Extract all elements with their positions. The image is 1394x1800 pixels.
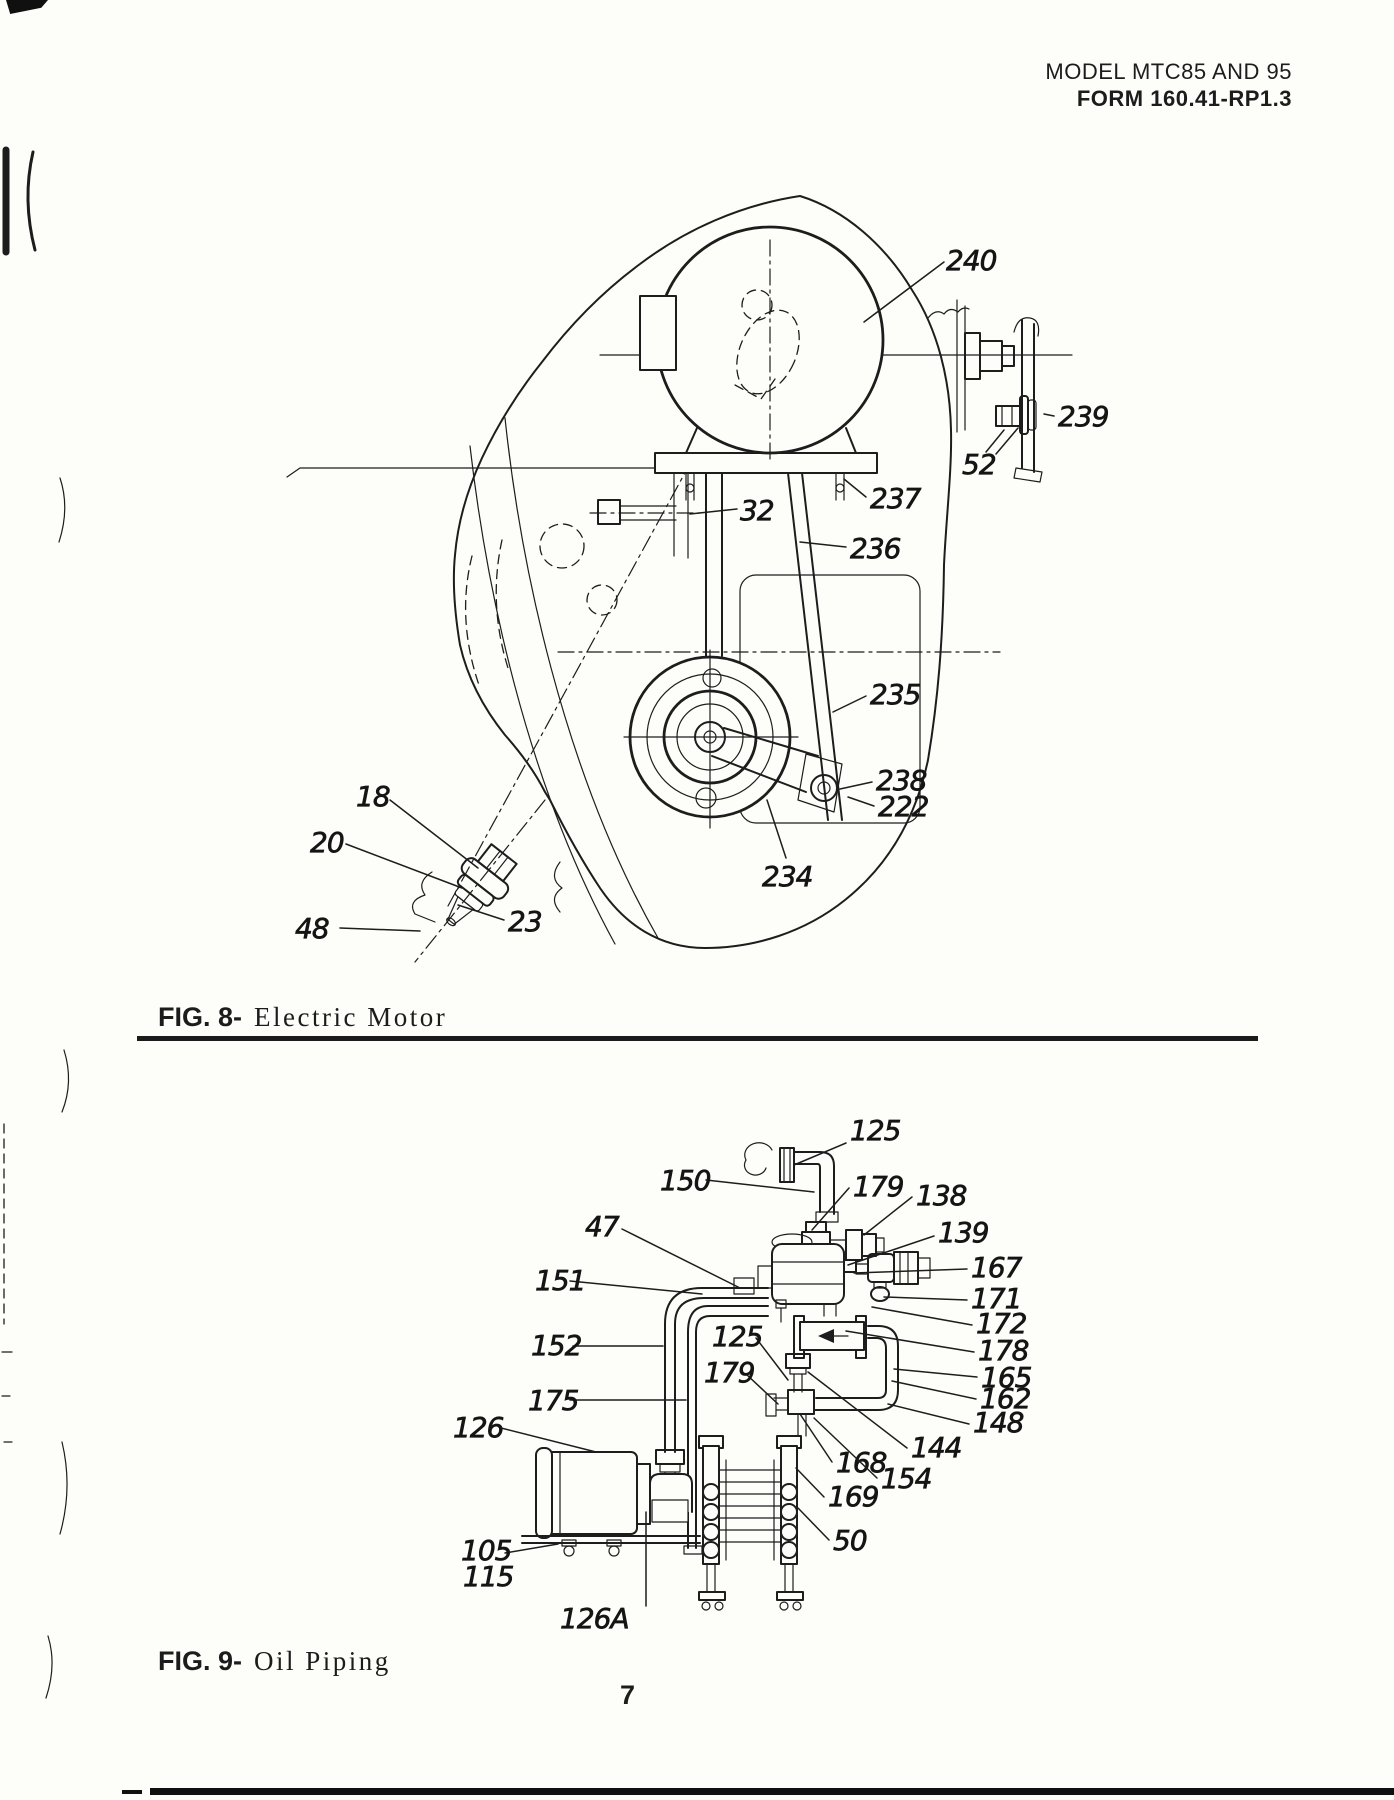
callout-label: 52 — [962, 448, 996, 481]
leader-line — [1043, 413, 1055, 417]
fig8-caption-number: FIG. 8- — [158, 1002, 243, 1032]
callout-label: 154 — [881, 1462, 931, 1495]
fig9-caption-number: FIG. 9- — [158, 1646, 243, 1676]
leader-line — [843, 478, 867, 498]
callout-label: 238 — [876, 764, 927, 797]
scan-marks — [1, 146, 70, 1699]
leader-line — [689, 508, 738, 515]
fig9-caption-title: Oil Piping — [254, 1646, 391, 1676]
callout-label: 32 — [740, 494, 774, 527]
callout-label: 179 — [853, 1170, 904, 1203]
leader-line — [995, 427, 1019, 455]
leader-line — [832, 695, 867, 713]
leader-line — [799, 1413, 833, 1463]
callout-label: 168 — [836, 1446, 887, 1479]
leader-line — [621, 1228, 741, 1289]
callout-label: 179 — [704, 1356, 755, 1389]
header-model-line: MODEL MTC85 AND 95 — [1045, 59, 1292, 84]
leader-line — [504, 1543, 559, 1554]
callout-label: 165 — [981, 1361, 1032, 1394]
page-header: MODEL MTC85 AND 95 FORM 160.41-RP1.3 — [1045, 58, 1292, 112]
callout-label: 125 — [712, 1320, 763, 1353]
leader-line — [799, 541, 847, 548]
callout-label: 148 — [973, 1406, 1024, 1439]
leader-line — [891, 1380, 977, 1400]
callout-label: 172 — [976, 1307, 1027, 1340]
callout-label: 139 — [938, 1216, 989, 1249]
leader-line — [745, 1373, 779, 1405]
callout-label: 152 — [531, 1329, 582, 1362]
fig9-drawing — [521, 1142, 931, 1611]
callout-label: 239 — [1058, 400, 1109, 433]
page-number: 7 — [620, 1680, 636, 1710]
callout-label: 151 — [535, 1264, 585, 1297]
leader-line — [797, 1507, 830, 1541]
leader-line — [847, 1235, 935, 1266]
callout-label: 171 — [971, 1282, 1021, 1315]
leader-line — [500, 1427, 597, 1453]
fig8-drawing — [286, 195, 1073, 963]
leader-line — [339, 927, 421, 932]
fig8-caption-title: Electric Motor — [254, 1002, 448, 1032]
callout-label: 138 — [916, 1179, 967, 1212]
leader-line — [389, 799, 479, 869]
leader-line — [845, 1330, 975, 1353]
fig8-caption: FIG. 8- Electric Motor — [158, 1002, 447, 1033]
callout-label: 234 — [762, 860, 812, 893]
leader-line — [813, 1417, 878, 1479]
callout-label: 126 — [453, 1411, 504, 1444]
callout-label: 47 — [585, 1210, 620, 1243]
callout-label: 178 — [978, 1334, 1029, 1367]
leader-line — [847, 796, 875, 807]
leader-line — [755, 1337, 789, 1381]
callout-label: 144 — [911, 1431, 961, 1464]
callout-label: 48 — [295, 912, 329, 945]
scan-mark-bottom-bar — [150, 1788, 1394, 1795]
leader-line — [853, 1268, 968, 1274]
fig9-caption: FIG. 9- Oil Piping — [158, 1646, 391, 1677]
callout-label: 125 — [850, 1114, 901, 1147]
leader-line — [793, 1142, 847, 1166]
leader-line — [863, 1196, 913, 1236]
leader-line — [871, 1306, 973, 1326]
callout-label: 115 — [463, 1560, 514, 1593]
leader-line — [863, 261, 945, 323]
leader-line — [795, 1467, 825, 1498]
callout-label: 237 — [870, 482, 922, 515]
leader-line — [457, 904, 505, 921]
callout-label: 167 — [971, 1251, 1023, 1284]
section-divider-rule — [137, 1036, 1258, 1041]
callout-label: 18 — [356, 780, 390, 813]
leader-line — [985, 429, 1005, 453]
callout-label: 169 — [828, 1480, 879, 1513]
scan-mark-bottom-dash — [122, 1790, 142, 1794]
leader-line — [811, 1187, 850, 1231]
callout-label: 150 — [660, 1164, 711, 1197]
callout-label: 175 — [528, 1384, 579, 1417]
leader-line — [807, 1371, 908, 1449]
leader-line — [345, 843, 463, 889]
callout-label: 222 — [878, 790, 929, 823]
callout-label: 20 — [310, 826, 344, 859]
leader-line — [883, 1296, 968, 1301]
leader-line — [839, 781, 873, 790]
callout-label: 105 — [461, 1534, 512, 1567]
leader-line — [887, 1403, 970, 1425]
callout-label: 236 — [850, 532, 901, 565]
callout-label: 50 — [833, 1524, 867, 1557]
header-form-line: FORM 160.41-RP1.3 — [1076, 86, 1292, 111]
leader-line — [893, 1368, 978, 1378]
callout-label: 235 — [870, 678, 921, 711]
callout-label: 162 — [980, 1382, 1031, 1415]
callout-label: 126A — [560, 1602, 629, 1635]
leader-line — [766, 799, 787, 859]
leader-line — [569, 1280, 703, 1295]
callout-label: 240 — [946, 244, 997, 277]
callout-label: 23 — [508, 905, 542, 938]
leader-line — [705, 1179, 815, 1193]
